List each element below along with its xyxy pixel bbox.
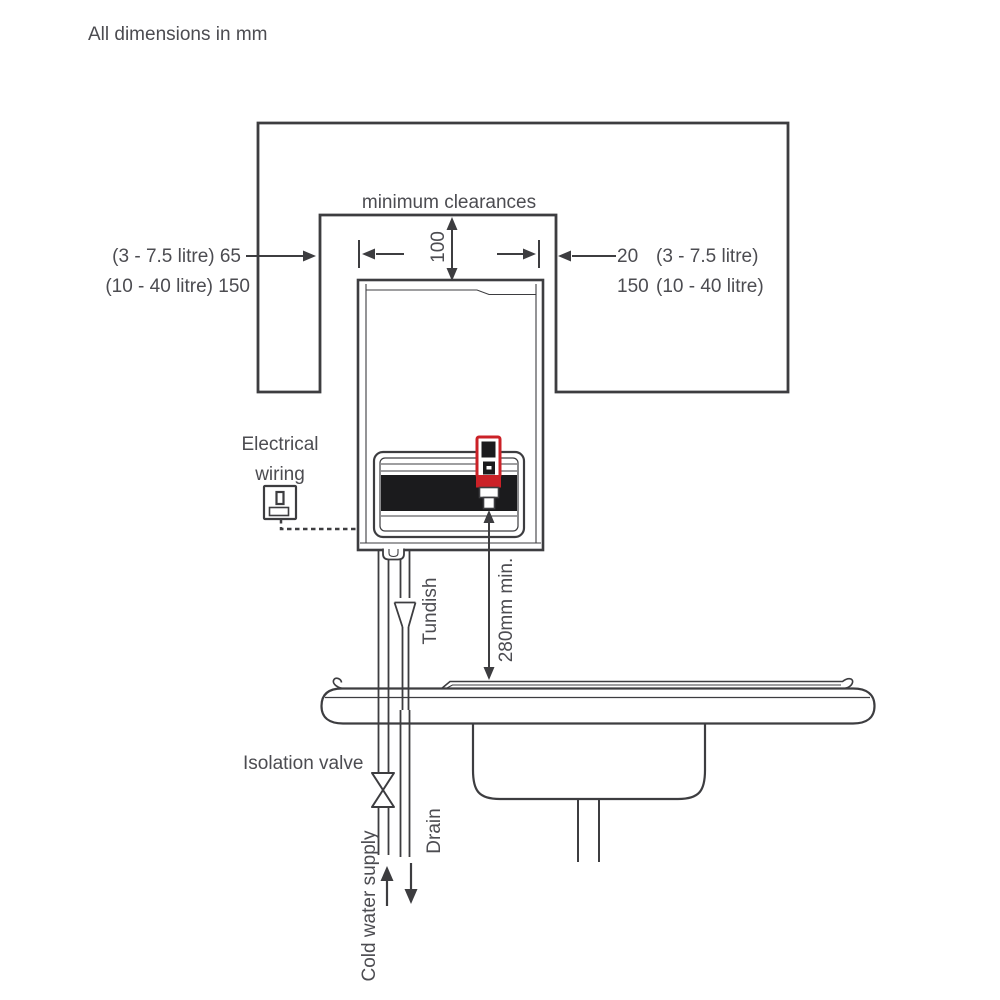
socket-slot xyxy=(268,506,290,517)
wiring-dashed-line xyxy=(279,519,357,531)
drain-label: Drain xyxy=(424,808,445,853)
sink-counter xyxy=(320,677,876,862)
electrical-label-line2: wiring xyxy=(254,464,305,485)
right-clearance-value-1: 20 xyxy=(617,246,638,267)
arrow-up-icon xyxy=(483,510,495,523)
tundish-funnel xyxy=(393,601,417,628)
cold-water-supply-label: Cold water supply xyxy=(359,830,380,982)
clearance-dimensions: 100 (3 - 7.5 litre) 65 (10 - 40 litre) 1… xyxy=(105,217,764,297)
clearance-heading: minimum clearances xyxy=(362,192,536,213)
right-clearance-value-2: 150 xyxy=(617,276,649,297)
tap-handle-top-fill xyxy=(481,441,496,458)
left-clearance-label-2: (10 - 40 litre) 150 xyxy=(105,276,250,297)
unit-connection-stub-inner xyxy=(388,549,399,558)
tap-body-red-band xyxy=(476,475,501,488)
drainer-plateau xyxy=(440,677,854,690)
pipework xyxy=(377,548,417,857)
arrow-left-icon xyxy=(362,248,375,260)
supply-flow-arrow-icon xyxy=(380,866,394,881)
left-clearance-label-1: (3 - 7.5 litre) 65 xyxy=(112,246,241,267)
right-clearance-qualifier-1: (3 - 7.5 litre) xyxy=(656,246,758,267)
isolation-valve-label: Isolation valve xyxy=(243,753,363,774)
diagram-title: All dimensions in mm xyxy=(88,24,268,45)
cold-supply-pipe xyxy=(377,550,390,855)
wall-outline-path xyxy=(256,121,790,394)
arrow-right-icon xyxy=(303,250,316,262)
socket-switch xyxy=(275,490,285,506)
drain-flow-arrow-icon xyxy=(404,889,418,904)
arrow-left-icon xyxy=(558,250,571,262)
flow-annotations: Cold water supply Drain Tundish xyxy=(359,578,445,982)
unit-connection-stub xyxy=(382,548,405,561)
wall-outline xyxy=(256,121,790,394)
arrow-down-icon xyxy=(483,667,495,680)
counter-slab xyxy=(320,687,876,725)
arrow-down-icon xyxy=(446,268,458,281)
counter-left-lip xyxy=(332,677,344,690)
heater-top-seam xyxy=(366,289,536,296)
drain-pipe-lower xyxy=(399,710,411,857)
isolation-valve: Isolation valve xyxy=(243,753,395,808)
tundish-label: Tundish xyxy=(420,578,441,645)
sink-waste-pipe xyxy=(577,799,600,862)
drainer-plateau-lower xyxy=(445,684,841,689)
valve-icon-bottom xyxy=(371,789,395,808)
electrical-wiring: Electrical wiring xyxy=(241,434,357,531)
top-clearance-value: 100 xyxy=(428,231,449,263)
tundish-outlet-pipe xyxy=(401,627,410,710)
height-dimension: 280mm min. xyxy=(483,510,517,680)
tap-handle-dot xyxy=(486,466,492,470)
sink-bowl xyxy=(471,723,707,801)
valve-icon-top xyxy=(371,772,395,791)
electrical-label-line1: Electrical xyxy=(241,434,318,455)
arrow-right-icon xyxy=(523,248,536,260)
right-clearance-qualifier-2: (10 - 40 litre) xyxy=(656,276,764,297)
tap-collar xyxy=(478,486,500,499)
height-min-label: 280mm min. xyxy=(496,558,517,663)
arrow-up-icon xyxy=(446,217,458,230)
tap-outlet xyxy=(475,435,502,510)
tap-spout xyxy=(482,496,496,510)
